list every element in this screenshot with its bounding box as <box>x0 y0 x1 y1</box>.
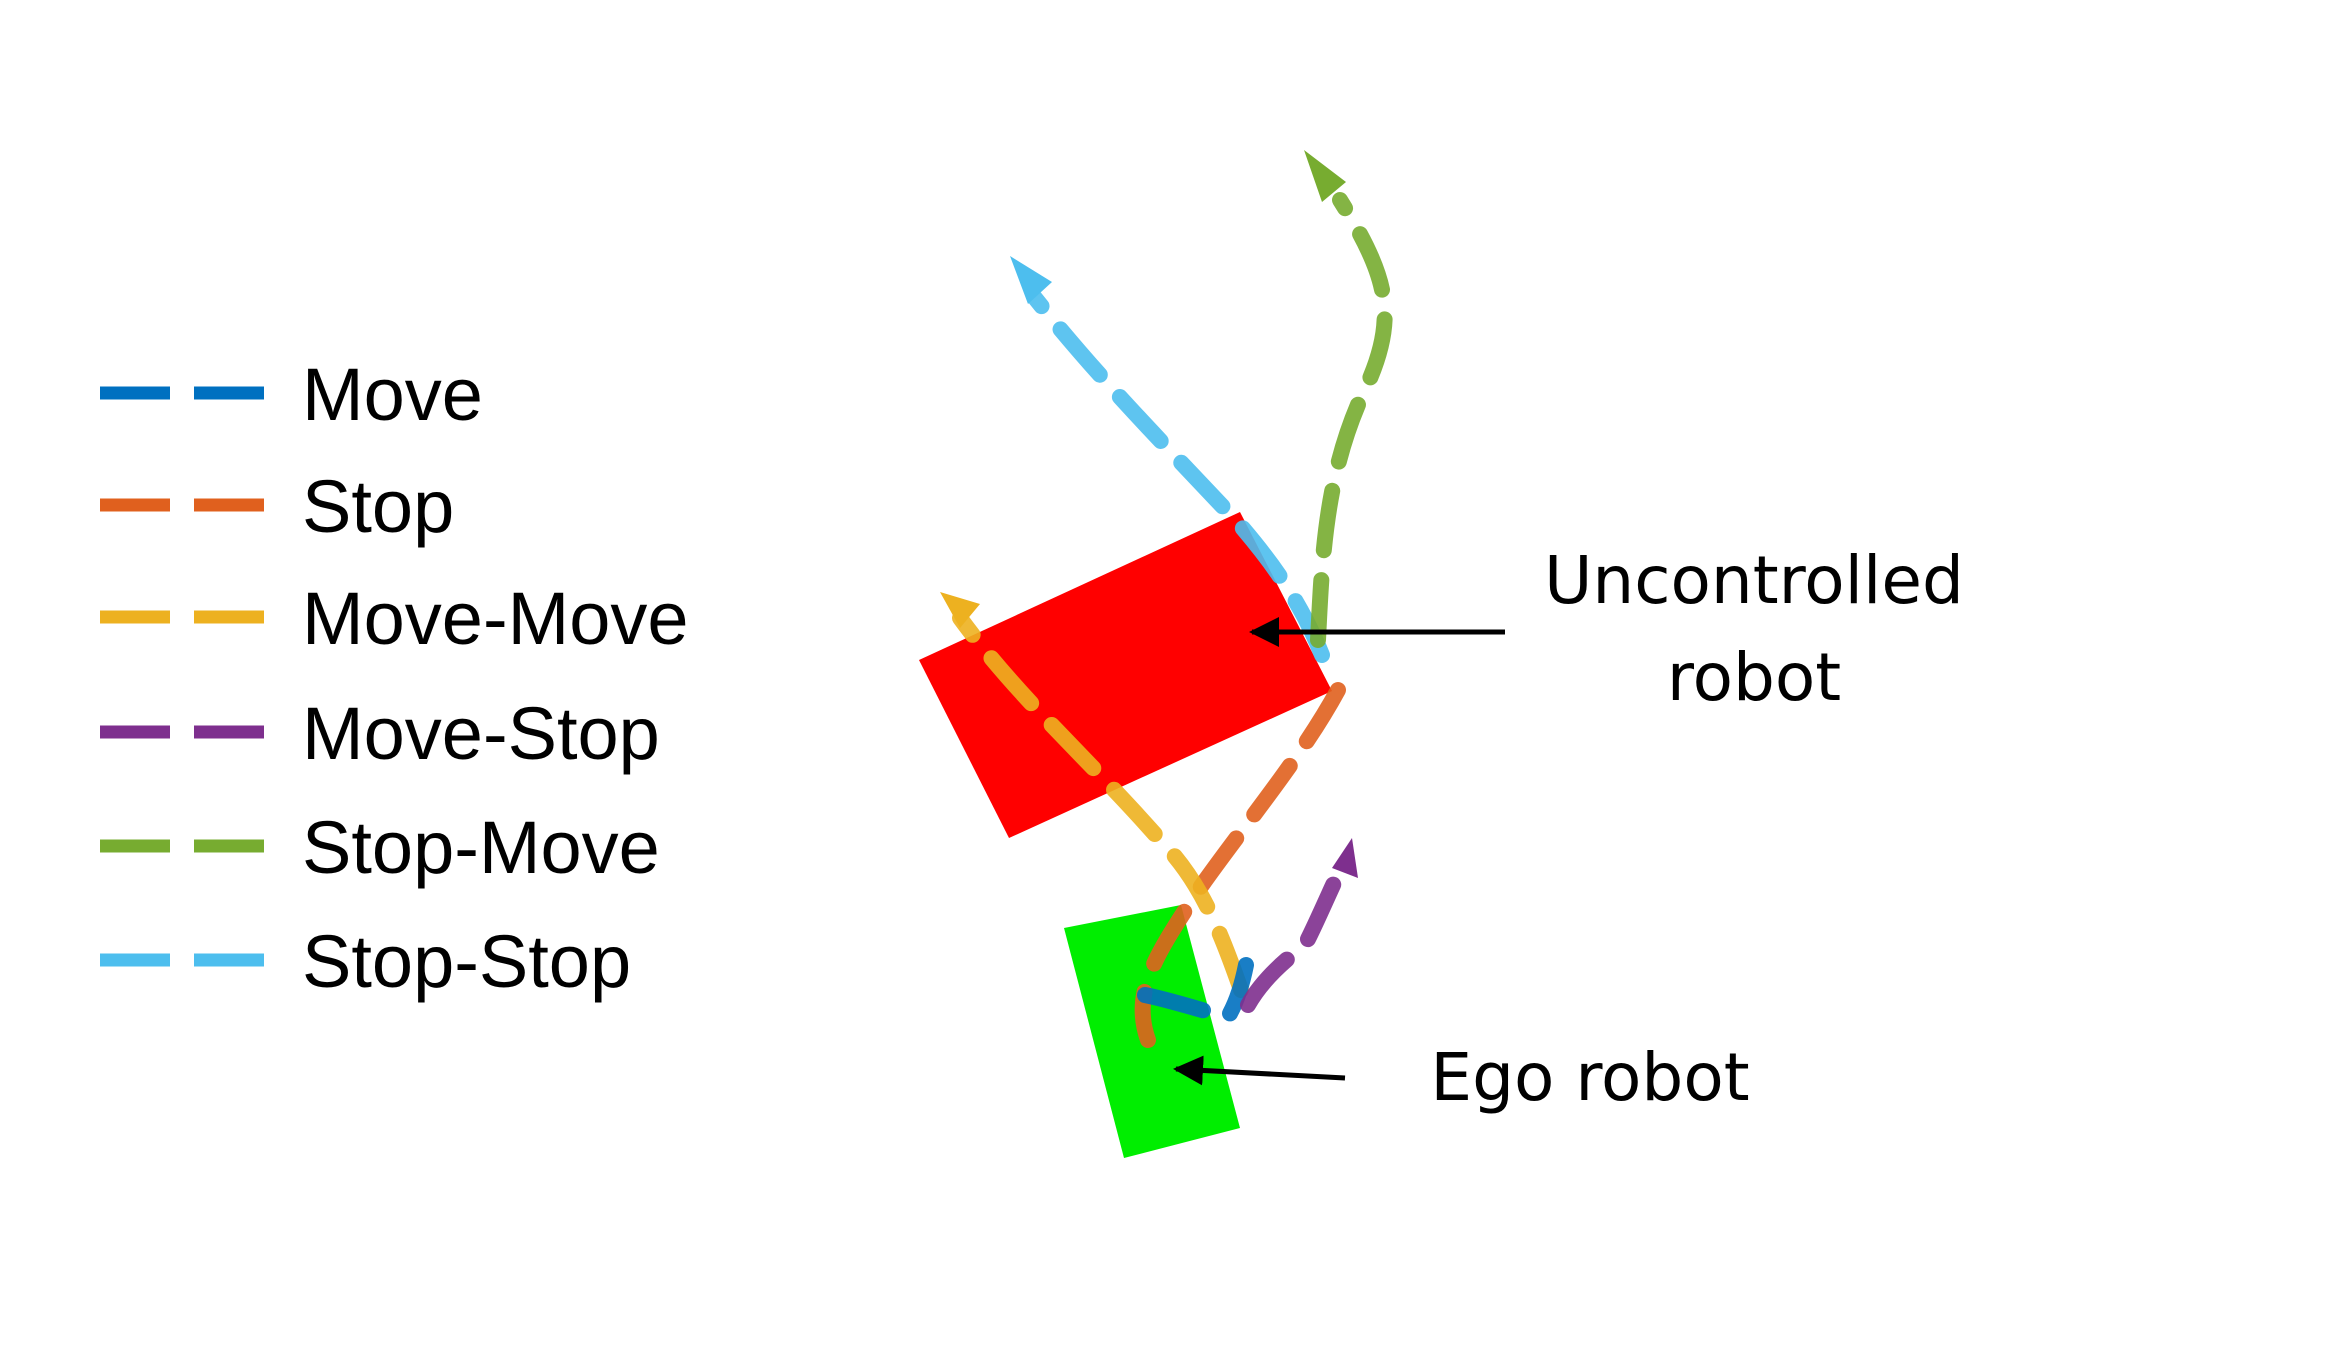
ego-robot-pointer-arrow <box>1173 1055 1346 1086</box>
legend-item-move: Move <box>100 353 483 436</box>
arrowhead-stop-stop <box>1010 256 1052 304</box>
arrowhead-move-move <box>940 592 980 628</box>
trajectory-stop-move <box>1310 192 1393 648</box>
legend-item-stop-stop: Stop-Stop <box>100 920 631 1003</box>
trajectory-move-move <box>952 610 1249 998</box>
legend-item-move-stop: Move-Stop <box>100 692 660 775</box>
trajectory-move <box>1137 957 1254 1027</box>
trajectory-stop-stop <box>1027 290 1330 663</box>
uncontrolled-robot-label-line1: Uncontrolled <box>1544 542 1964 619</box>
arrowhead-stop-move <box>1304 150 1346 202</box>
legend-label-stop-stop: Stop-Stop <box>302 920 631 1003</box>
trajectory-move-stop <box>1240 852 1353 1013</box>
uncontrolled-robot-rect <box>919 512 1332 838</box>
legend-label-stop: Stop <box>302 465 454 548</box>
uncontrolled-robot-label-line2: robot <box>1667 639 1841 716</box>
ego-robot-label: Ego robot <box>1430 1039 1749 1116</box>
legend-label-move-stop: Move-Stop <box>302 692 660 775</box>
legend-item-stop-move: Stop-Move <box>100 806 660 889</box>
legend-label-move-move: Move-Move <box>302 577 689 660</box>
trajectories <box>940 150 1393 1048</box>
legend: Move Stop Move-Move Move-Stop Stop-Move … <box>100 353 689 1003</box>
legend-item-move-move: Move-Move <box>100 577 689 660</box>
legend-label-stop-move: Stop-Move <box>302 806 660 889</box>
arrowhead-move-stop <box>1332 838 1358 878</box>
legend-label-move: Move <box>302 353 483 436</box>
legend-item-stop: Stop <box>100 465 454 548</box>
